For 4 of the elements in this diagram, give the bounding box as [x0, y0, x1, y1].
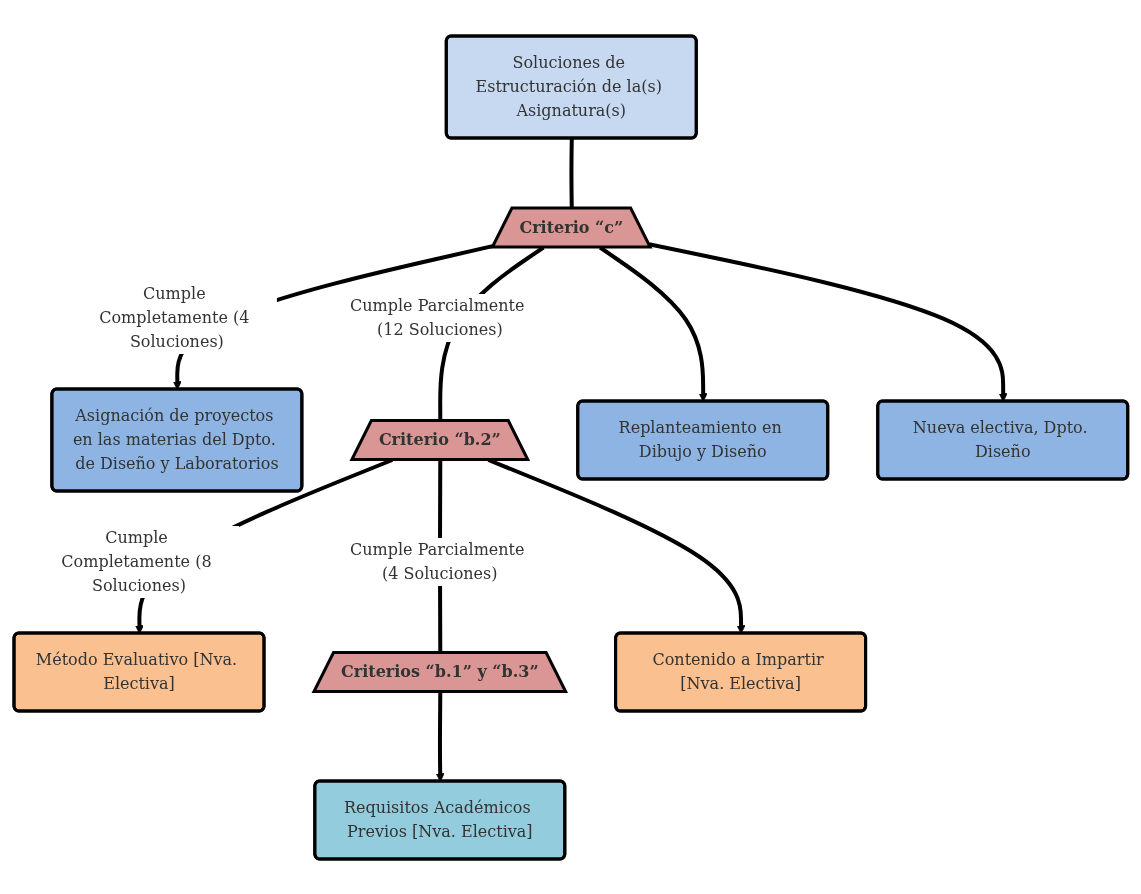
- edge-label: Cumple Parcialmente (4 Soluciones): [349, 539, 525, 583]
- edge-label: Cumple Completamente (4 Soluciones): [98, 283, 250, 351]
- edge-label: Cumple Parcialmente (12 Soluciones): [349, 295, 525, 339]
- edge-label: Cumple Completamente (8 Soluciones): [60, 527, 212, 595]
